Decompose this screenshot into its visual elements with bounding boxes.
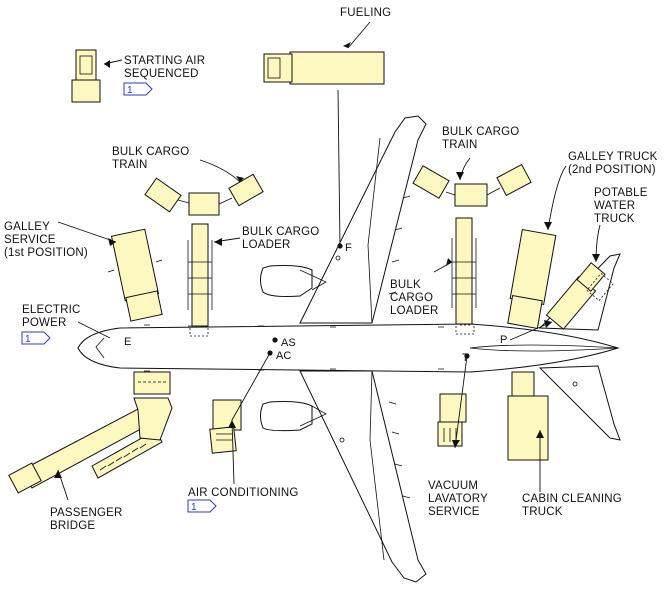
label-bulk-cargo-loader-aft-line3: LOADER bbox=[390, 305, 439, 317]
point-f: F bbox=[345, 242, 352, 254]
right-stabilizer bbox=[538, 365, 621, 441]
air-conditioning-ref-flag[interactable]: 1 bbox=[187, 499, 217, 513]
label-bulk-cargo-train-aft-line2: TRAIN bbox=[442, 139, 478, 151]
label-bulk-cargo-loader-fwd-line2: LOADER bbox=[242, 239, 291, 251]
fueling-truck bbox=[263, 51, 385, 85]
label-passenger-bridge-line2: BRIDGE bbox=[50, 520, 95, 532]
point-ac: AC bbox=[276, 350, 291, 362]
fuselage bbox=[77, 323, 620, 373]
right-engine bbox=[260, 401, 313, 432]
label-galley-service-line2: SERVICE bbox=[4, 234, 56, 246]
bulk-cargo-train-aft bbox=[412, 163, 532, 207]
potable-water-truck bbox=[545, 262, 614, 330]
right-wing bbox=[299, 370, 427, 583]
label-starting-air-line1: STARTING AIR bbox=[124, 55, 205, 67]
leader-lines bbox=[57, 21, 601, 501]
label-galley-service-line1: GALLEY bbox=[4, 221, 50, 233]
passenger-bridge bbox=[8, 371, 173, 494]
label-fueling: FUELING bbox=[340, 7, 391, 19]
bulk-cargo-loader-forward bbox=[187, 223, 213, 337]
label-potable-water-line2: WATER bbox=[594, 200, 635, 212]
reference-flags: 1 1 1 bbox=[21, 82, 217, 513]
label-bulk-cargo-loader-fwd-line1: BULK CARGO bbox=[242, 226, 319, 238]
label-air-conditioning: AIR CONDITIONING bbox=[188, 487, 299, 499]
label-galley-truck-2nd-line2: (2nd POSITION) bbox=[568, 164, 656, 176]
point-e: E bbox=[124, 336, 131, 348]
point-as: AS bbox=[281, 337, 296, 349]
arrowheads bbox=[54, 42, 600, 478]
starting-air-ref-flag[interactable]: 1 bbox=[123, 82, 153, 96]
label-galley-service-line3: (1st POSITION) bbox=[4, 247, 88, 259]
label-passenger-bridge-line1: PASSENGER bbox=[50, 507, 123, 519]
labels: FUELING STARTING AIR SEQUENCED BULK CARG… bbox=[4, 7, 658, 532]
label-potable-water-line1: POTABLE bbox=[594, 187, 648, 199]
label-bulk-cargo-loader-aft-line2: CARGO bbox=[390, 292, 433, 304]
label-bulk-cargo-train-fwd-line1: BULK CARGO bbox=[112, 146, 189, 158]
vacuum-lavatory-truck bbox=[437, 393, 467, 447]
aircraft bbox=[77, 115, 621, 583]
label-electric-power-line2: POWER bbox=[22, 317, 66, 329]
label-vacuum-lavatory-line2: LAVATORY bbox=[428, 493, 488, 505]
air-conditioning-cart bbox=[209, 399, 242, 454]
label-electric-power-line1: ELECTRIC bbox=[22, 304, 80, 316]
svg-text:1: 1 bbox=[25, 334, 31, 345]
label-cabin-cleaning-line1: CABIN CLEANING bbox=[522, 493, 622, 505]
service-point-labels: F E AS AC P T bbox=[124, 242, 507, 364]
left-wing bbox=[299, 115, 427, 324]
bulk-cargo-loader-aft bbox=[451, 217, 477, 335]
cabin-cleaning-truck bbox=[507, 371, 549, 461]
svg-text:1: 1 bbox=[127, 85, 133, 96]
electric-power-ref-flag[interactable]: 1 bbox=[21, 331, 51, 345]
galley-truck-2nd bbox=[507, 229, 557, 329]
label-vacuum-lavatory-line3: SERVICE bbox=[428, 506, 480, 518]
label-bulk-cargo-loader-aft-line1: BULK bbox=[390, 279, 421, 291]
label-bulk-cargo-train-aft-line1: BULK CARGO bbox=[442, 126, 519, 138]
point-p: P bbox=[500, 334, 507, 346]
left-engine bbox=[260, 265, 313, 297]
label-bulk-cargo-train-fwd-line2: TRAIN bbox=[112, 159, 148, 171]
galley-truck-1st bbox=[107, 228, 163, 322]
label-vacuum-lavatory-line1: VACUUM bbox=[428, 480, 478, 492]
label-potable-water-line3: TRUCK bbox=[594, 213, 635, 225]
svg-text:1: 1 bbox=[191, 502, 197, 513]
label-cabin-cleaning-line2: TRUCK bbox=[522, 506, 563, 518]
starting-air-cart bbox=[71, 49, 101, 103]
label-starting-air-line2: SEQUENCED bbox=[124, 68, 199, 80]
bulk-cargo-train-forward bbox=[144, 173, 264, 216]
label-galley-truck-2nd-line1: GALLEY TRUCK bbox=[568, 151, 658, 163]
point-t: T bbox=[462, 352, 469, 364]
